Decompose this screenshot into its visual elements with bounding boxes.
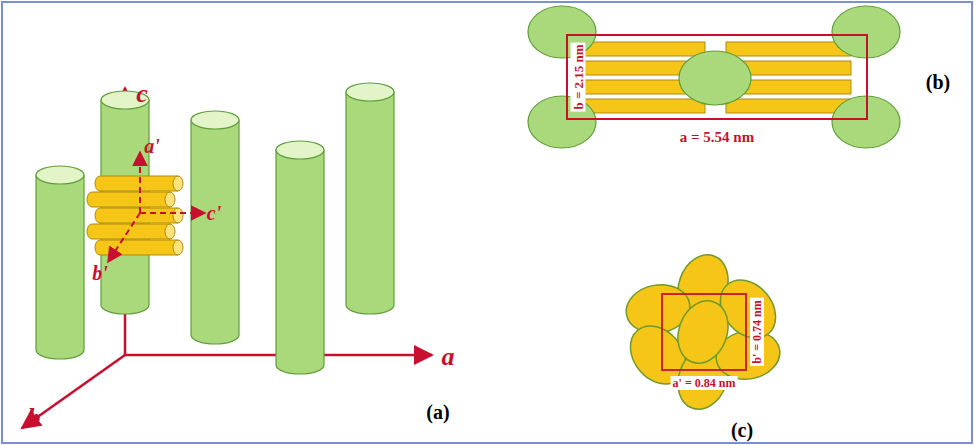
small-cylinder-end <box>165 224 175 239</box>
column-body <box>36 175 84 359</box>
column-body <box>276 150 324 374</box>
axis-label: a <box>442 344 455 370</box>
axis-label: b' <box>92 263 108 283</box>
small-cylinder-body <box>95 208 178 223</box>
axis-label: c' <box>207 203 221 223</box>
column-top <box>191 111 239 129</box>
dimension-label: a' = 0.84 nm <box>671 376 738 390</box>
column <box>36 166 84 359</box>
unit-cell-outline <box>662 294 746 370</box>
small-cylinder-end <box>173 176 183 191</box>
axis-label: a' <box>144 136 160 156</box>
small-cylinder-body <box>87 192 170 207</box>
dimension-label: b' = 0.74 nm <box>750 298 764 366</box>
dimension-label: a = 5.54 nm <box>678 129 756 146</box>
small-cylinder-end <box>173 240 183 255</box>
molecule-ellipse <box>670 294 737 371</box>
molecule-bundle <box>87 176 183 255</box>
unit-cell-c <box>619 248 787 417</box>
axis-label: b <box>28 405 41 431</box>
unit-cell-b <box>528 6 900 148</box>
small-cylinder-end <box>165 192 175 207</box>
column-top <box>346 83 394 101</box>
small-cylinder <box>95 240 183 255</box>
column-top <box>276 141 324 159</box>
column-body <box>191 120 239 344</box>
column <box>346 83 394 314</box>
local-axes <box>108 152 205 262</box>
column <box>191 111 239 344</box>
panel-label: (b) <box>926 72 950 92</box>
column-top <box>36 166 84 184</box>
small-cylinder-body <box>95 240 178 255</box>
column <box>276 141 324 374</box>
crystal-axes <box>22 88 432 428</box>
small-cylinder <box>87 192 175 207</box>
columns <box>36 83 394 374</box>
small-cylinder <box>87 224 175 239</box>
small-cylinder-body <box>95 176 178 191</box>
dimension-label: b = 2.15 nm <box>571 42 586 111</box>
panel-label: (a) <box>426 402 449 422</box>
axis-label: c <box>136 81 148 107</box>
panel-label: (c) <box>731 420 753 440</box>
small-cylinder-end <box>173 208 183 223</box>
column-body <box>346 92 394 314</box>
